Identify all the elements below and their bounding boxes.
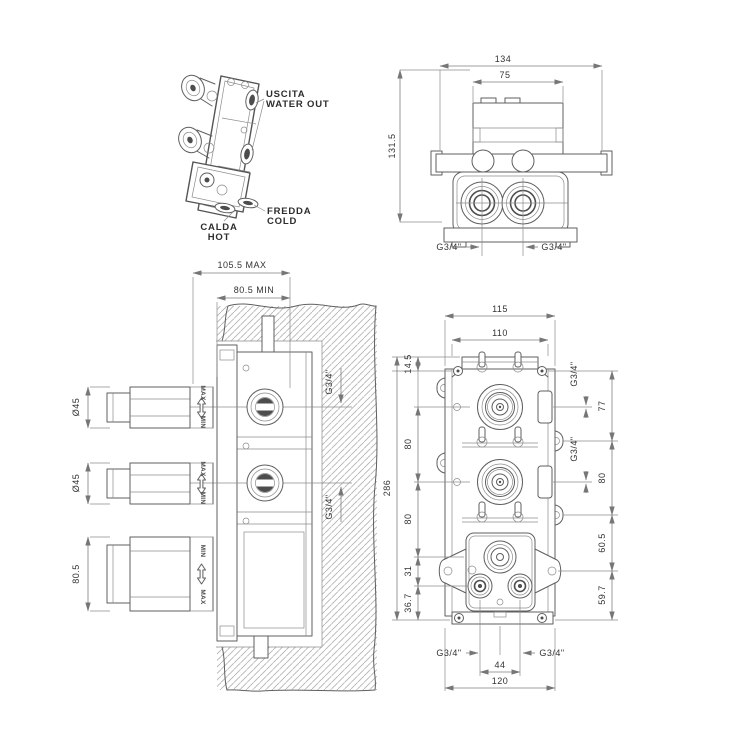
label-uscita: USCITA xyxy=(266,89,305,100)
thread-label: G3/4" xyxy=(539,648,564,658)
dim-bottom: G3/4" G3/4" 44 120 xyxy=(436,600,564,691)
dim-134: 134 xyxy=(439,54,603,150)
thread-label: G3/4" xyxy=(436,648,461,658)
dim-thread-section-2: G3/4" xyxy=(324,486,344,522)
thread-label: G3/4" xyxy=(569,436,579,461)
dim-75: 75 xyxy=(472,70,564,102)
dim-dia45-2: Ø45 xyxy=(71,462,110,505)
dim-80-5-min-text: 80.5 MIN xyxy=(234,285,275,295)
label-fredda: FREDDA xyxy=(267,206,311,217)
dim-77-text: 77 xyxy=(597,400,607,411)
section-port-1 xyxy=(246,388,284,426)
handle-stub-3: MIN MAX xyxy=(106,536,214,612)
min-label: MIN xyxy=(199,492,206,505)
thread-label: G3/4" xyxy=(324,494,334,519)
label-cold: COLD xyxy=(267,216,297,227)
view-section: MAX MIN MAX MIN MIN MAX 105.5 xyxy=(71,260,378,692)
iso-outlet-ports xyxy=(240,89,259,165)
dim-105-5-text: 105.5 MAX xyxy=(217,260,266,270)
max-label: MAX xyxy=(199,461,206,477)
dim-dia45-text: Ø45 xyxy=(71,398,81,417)
view-top: 134 75 131.5 G3/4" G3/4" xyxy=(387,54,613,256)
dim-134-text: 134 xyxy=(495,54,512,64)
label-water-out: WATER OUT xyxy=(266,99,330,110)
thread-label: G3/4" xyxy=(541,242,566,252)
dim-80-5-handle: 80.5 xyxy=(71,536,110,612)
dim-36-7-text: 36.7 xyxy=(403,593,413,613)
dim-14-5-text: 14.5 xyxy=(403,354,413,374)
view-front: 115 110 14.5 80 80 31 36.7 286 xyxy=(382,304,618,691)
label-hot: HOT xyxy=(208,232,230,243)
dim-110: 110 xyxy=(451,328,549,356)
front-body xyxy=(436,351,564,625)
iso-cartridge-2 xyxy=(178,126,215,159)
iso-inlet-box xyxy=(185,161,259,214)
dim-80-5-min: 80.5 MIN xyxy=(216,285,291,377)
dim-80-text: 80 xyxy=(403,513,413,524)
dim-chain-right: G3/4" G3/4" 77 80 60.5 59.7 xyxy=(548,361,618,621)
handle-stub-1: MAX MIN xyxy=(106,385,214,429)
handle-stub-2: MAX MIN xyxy=(106,461,214,505)
dim-80-text: 80 xyxy=(403,438,413,449)
dim-120-text: 120 xyxy=(492,676,509,686)
iso-cartridge-1 xyxy=(181,74,218,107)
dim-115: 115 xyxy=(444,304,556,366)
dim-286: 286 xyxy=(382,356,400,621)
dim-dia45-text: Ø45 xyxy=(71,474,81,493)
dim-31-text: 31 xyxy=(403,565,413,576)
dim-60-5-text: 60.5 xyxy=(597,533,607,553)
dim-dia45-1: Ø45 xyxy=(71,386,110,429)
dim-131-5-text: 131.5 xyxy=(387,133,397,158)
max-label: MAX xyxy=(199,385,206,401)
max-label: MAX xyxy=(199,589,206,605)
label-calda: CALDA xyxy=(200,222,237,233)
thread-label: G3/4" xyxy=(436,242,461,252)
dim-thread-section-1: G3/4" xyxy=(324,368,344,404)
dim-thread-top: G3/4" G3/4" xyxy=(436,242,566,252)
thread-label: G3/4" xyxy=(324,369,334,394)
dim-131-5: 131.5 xyxy=(387,69,470,223)
dim-80-5-handle-text: 80.5 xyxy=(71,564,81,584)
view-isometric: USCITA WATER OUT CALDA HOT FREDDA COLD xyxy=(178,74,330,243)
front-pins xyxy=(476,351,524,523)
section-valve-body xyxy=(190,315,352,659)
front-knob-2 xyxy=(477,459,523,505)
min-label: MIN xyxy=(199,545,206,558)
top-body xyxy=(430,97,613,256)
dim-chain-left: 14.5 80 80 31 36.7 xyxy=(392,354,470,621)
front-bottom-cluster xyxy=(438,532,562,612)
dim-75-text: 75 xyxy=(499,70,510,80)
dim-44-text: 44 xyxy=(494,660,505,670)
min-label: MIN xyxy=(199,416,206,429)
front-knob-1 xyxy=(477,384,523,430)
dim-286-text: 286 xyxy=(382,480,392,497)
iso-labels: USCITA WATER OUT CALDA HOT FREDDA COLD xyxy=(200,89,330,243)
dim-110-text: 110 xyxy=(492,328,508,338)
dim-59-7-text: 59.7 xyxy=(597,585,607,605)
dim-115-text: 115 xyxy=(492,304,508,314)
dim-80r-text: 80 xyxy=(597,472,607,483)
section-port-2 xyxy=(246,464,284,502)
thread-label: G3/4" xyxy=(569,361,579,386)
